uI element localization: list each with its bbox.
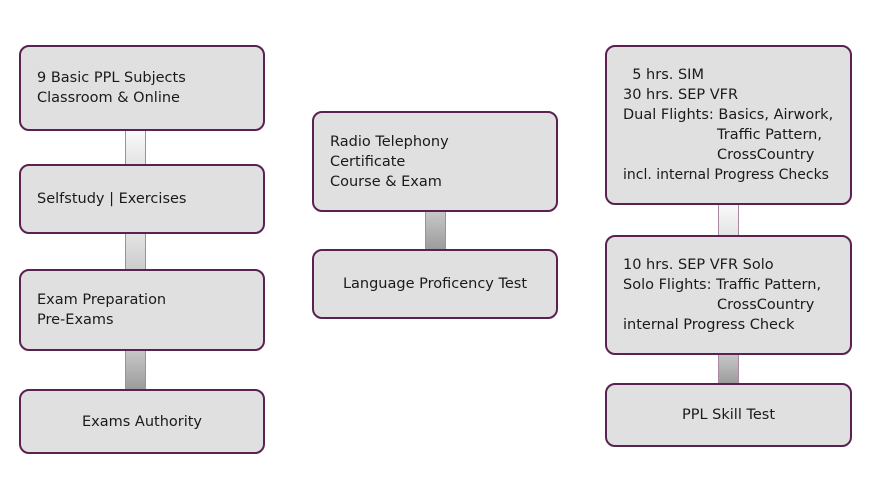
box-line: Radio Telephony	[330, 133, 449, 150]
box-language-proficiency: Language Proficency Test	[312, 249, 558, 319]
box-ppl-skill-test: PPL Skill Test	[605, 383, 852, 447]
box-line: CrossCountry	[717, 147, 815, 163]
box-line: Selfstudy | Exercises	[37, 191, 187, 207]
connector	[125, 350, 146, 389]
box-radio-telephony: Radio Telephony Certificate Course & Exa…	[312, 111, 558, 212]
connector	[718, 204, 739, 235]
box-line: 5 hrs. SIM	[623, 67, 704, 83]
box-exams-authority: Exams Authority	[19, 389, 265, 454]
box-line: Classroom & Online	[37, 90, 180, 106]
box-dual-flights: 5 hrs. SIM 30 hrs. SEP VFR Dual Flights:…	[605, 45, 852, 205]
box-line: 9 Basic PPL Subjects	[37, 70, 186, 86]
box-line: internal Progress Check	[623, 317, 795, 333]
box-line: Pre-Exams	[37, 312, 114, 328]
box-line: Dual Flights: Basics, Airwork,	[623, 107, 834, 123]
box-line: CrossCountry	[717, 297, 815, 313]
box-solo-flights: 10 hrs. SEP VFR Solo Solo Flights: Traff…	[605, 235, 852, 355]
box-line: Course & Exam	[330, 173, 442, 190]
box-line: 30 hrs. SEP VFR	[623, 87, 739, 103]
connector	[125, 130, 146, 164]
connector	[718, 354, 739, 383]
box-exam-preparation: Exam Preparation Pre-Exams	[19, 269, 265, 351]
box-selfstudy: Selfstudy | Exercises	[19, 164, 265, 234]
box-line: Exams Authority	[81, 413, 203, 430]
connector	[125, 233, 146, 269]
connector	[425, 211, 446, 249]
box-line: Solo Flights: Traffic Pattern,	[623, 277, 822, 293]
box-line: incl. internal Progress Checks	[623, 167, 829, 183]
box-line: Language Proficency Test	[342, 276, 528, 292]
box-line: PPL Skill Test	[681, 407, 776, 423]
box-line: 10 hrs. SEP VFR Solo	[623, 257, 774, 273]
box-line: Exam Preparation	[37, 292, 167, 308]
box-ppl-subjects: 9 Basic PPL Subjects Classroom & Online	[19, 45, 265, 131]
box-line: Certificate	[330, 153, 406, 170]
box-line: Traffic Pattern,	[717, 127, 822, 143]
